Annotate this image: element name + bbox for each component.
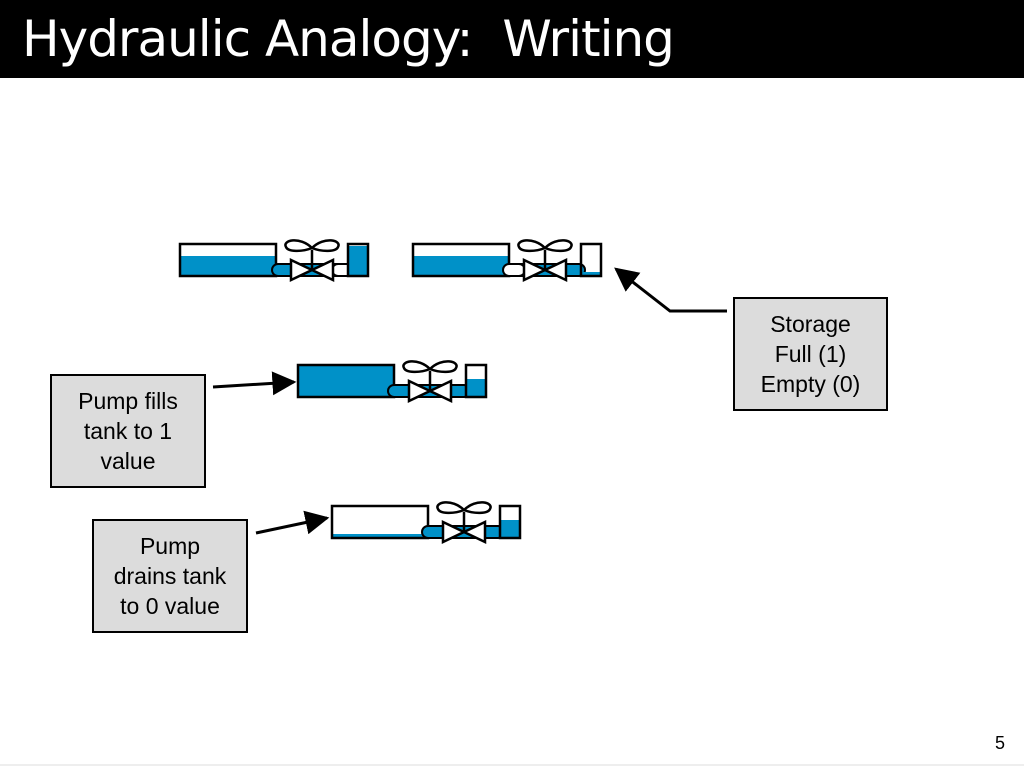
pipe-end [502,263,526,277]
pump-fan-icon [517,239,573,253]
callout-line: Pump [139,533,201,559]
page-number: 5 [994,733,1005,753]
footer-divider [0,764,1024,766]
large-tank-outline [330,504,430,540]
storage-arrow [614,267,727,313]
pump-fan-icon [402,360,458,374]
small-tank-outline [498,504,522,540]
callout-line: Full (1) [774,341,847,367]
slide-title: Hydraulic Analogy: Writing [22,10,675,68]
callout-line: to 0 value [120,593,220,619]
callout-line: drains tank [113,563,227,589]
small-tank-water [500,520,520,538]
storage-callout: Storage Full (1) Empty (0) [733,297,888,411]
pump-fan-icon [436,501,492,515]
callout-line: value [100,448,156,474]
fill-arrow [212,371,297,396]
small-tank-outline [579,242,603,278]
pump-fan-icon [284,239,340,253]
title-bar [0,0,1024,78]
tank-unit-pump-fill [296,360,488,403]
small-tank-outline [346,242,370,278]
large-tank-water [413,256,509,276]
large-tank-water [180,256,276,276]
small-tank-outline [464,363,488,399]
callout-line: Storage [770,311,851,337]
small-tank-water [348,246,368,276]
callout-line: Pump fills [78,388,178,414]
callout-line: Empty (0) [760,371,861,397]
small-tank-water [581,272,601,276]
drain-arrow [255,510,330,535]
tank-unit-pump-drain [330,501,522,544]
small-tank-water [466,379,486,397]
pump-fills-callout: Pump fills tank to 1 value [50,374,206,488]
tank-unit-storage-full [178,239,370,282]
large-tank-water [298,365,394,397]
large-tank-water [332,534,428,538]
callout-line: tank to 1 [83,418,173,444]
tank-unit-storage-empty [411,239,603,282]
pump-drains-callout: Pump drains tank to 0 value [92,519,248,633]
